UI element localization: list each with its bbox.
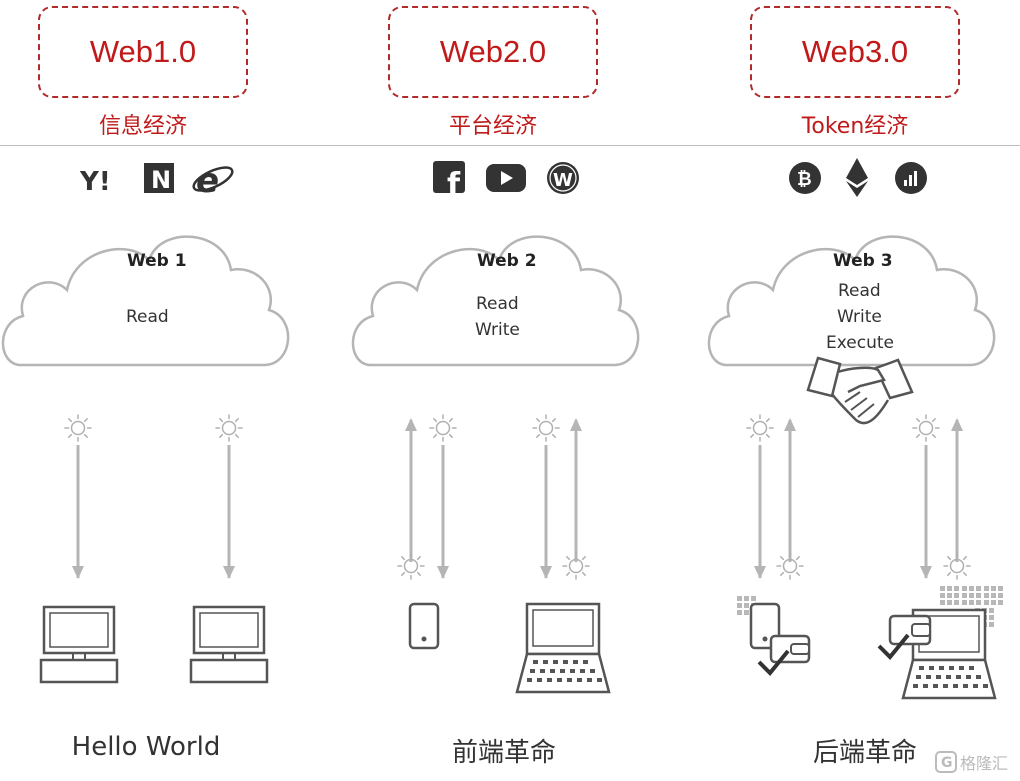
bottom-label-web1: Hello World [71, 732, 221, 762]
desktop-computer-icon [189, 605, 269, 684]
ie-icon-glyph: e [196, 161, 219, 201]
netscape-icon: N [144, 163, 174, 194]
cloud-web2: Web 2 Read Write [351, 235, 640, 367]
cloud-cap-web3-read: Read [838, 281, 881, 301]
handshake-icon [806, 356, 914, 425]
cloud-cap-web3-execute: Execute [826, 333, 894, 353]
cloud-web3: Web 3 Read Write Execute [707, 235, 996, 367]
bottom-label-web2: 前端革命 [451, 738, 556, 768]
ethereum-icon [846, 158, 868, 197]
chart-token-icon [895, 162, 927, 194]
bitcoin-icon-glyph: ₿ [797, 169, 812, 190]
economy-label-web1: 信息经济 [98, 114, 187, 139]
wordpress-icon: W [547, 162, 579, 194]
economy-label-web2: 平台经济 [448, 114, 537, 139]
cloud-cap-web3-write: Write [837, 307, 882, 327]
era-title-web2: Web2.0 [439, 34, 547, 69]
economy-label-web3: Token经济 [801, 114, 909, 139]
era-title-web3: Web3.0 [801, 34, 909, 69]
bottom-label-web3: 后端革命 [812, 738, 917, 768]
yahoo-icon-glyph: Y! [79, 167, 111, 197]
flow-web2 [397, 414, 590, 580]
bitcoin-icon: ₿ [789, 162, 821, 194]
flow-web3 [746, 414, 971, 580]
mobile-phone-icon [408, 602, 440, 650]
internet-explorer-icon: e [192, 161, 234, 201]
desktop-computer-icon [39, 605, 119, 684]
era-title-web1: Web1.0 [89, 34, 197, 69]
watermark-text: 格隆汇 [960, 754, 1008, 773]
laptop-icon [515, 602, 611, 694]
cloud-title-web1: Web 1 [127, 251, 187, 271]
wallet-laptop-icon [877, 586, 1003, 700]
watermark-logo: G 格隆汇 [935, 751, 1008, 773]
era-box-web2: Web2.0 [388, 6, 598, 98]
cloud-cap-web2-write: Write [475, 320, 520, 340]
cloud-title-web3: Web 3 [833, 251, 893, 271]
netscape-icon-glyph: N [151, 166, 171, 194]
cloud-title-web2: Web 2 [477, 251, 537, 271]
svg-text:G: G [941, 755, 953, 771]
facebook-icon-glyph: f [447, 167, 461, 202]
cloud-cap-web2-read: Read [476, 294, 519, 314]
era-box-web3: Web3.0 [750, 6, 960, 98]
wordpress-icon-glyph: W [553, 170, 573, 191]
facebook-icon: f [433, 161, 465, 202]
header-divider [0, 145, 1020, 146]
era-box-web1: Web1.0 [38, 6, 248, 98]
wallet-phone-icon [737, 596, 811, 676]
youtube-icon [486, 164, 526, 192]
cloud-web1: Web 1 Read [1, 235, 290, 367]
yahoo-icon: Y! [79, 167, 111, 197]
flow-web1 [64, 414, 243, 579]
cloud-cap-web1-read: Read [126, 307, 169, 327]
